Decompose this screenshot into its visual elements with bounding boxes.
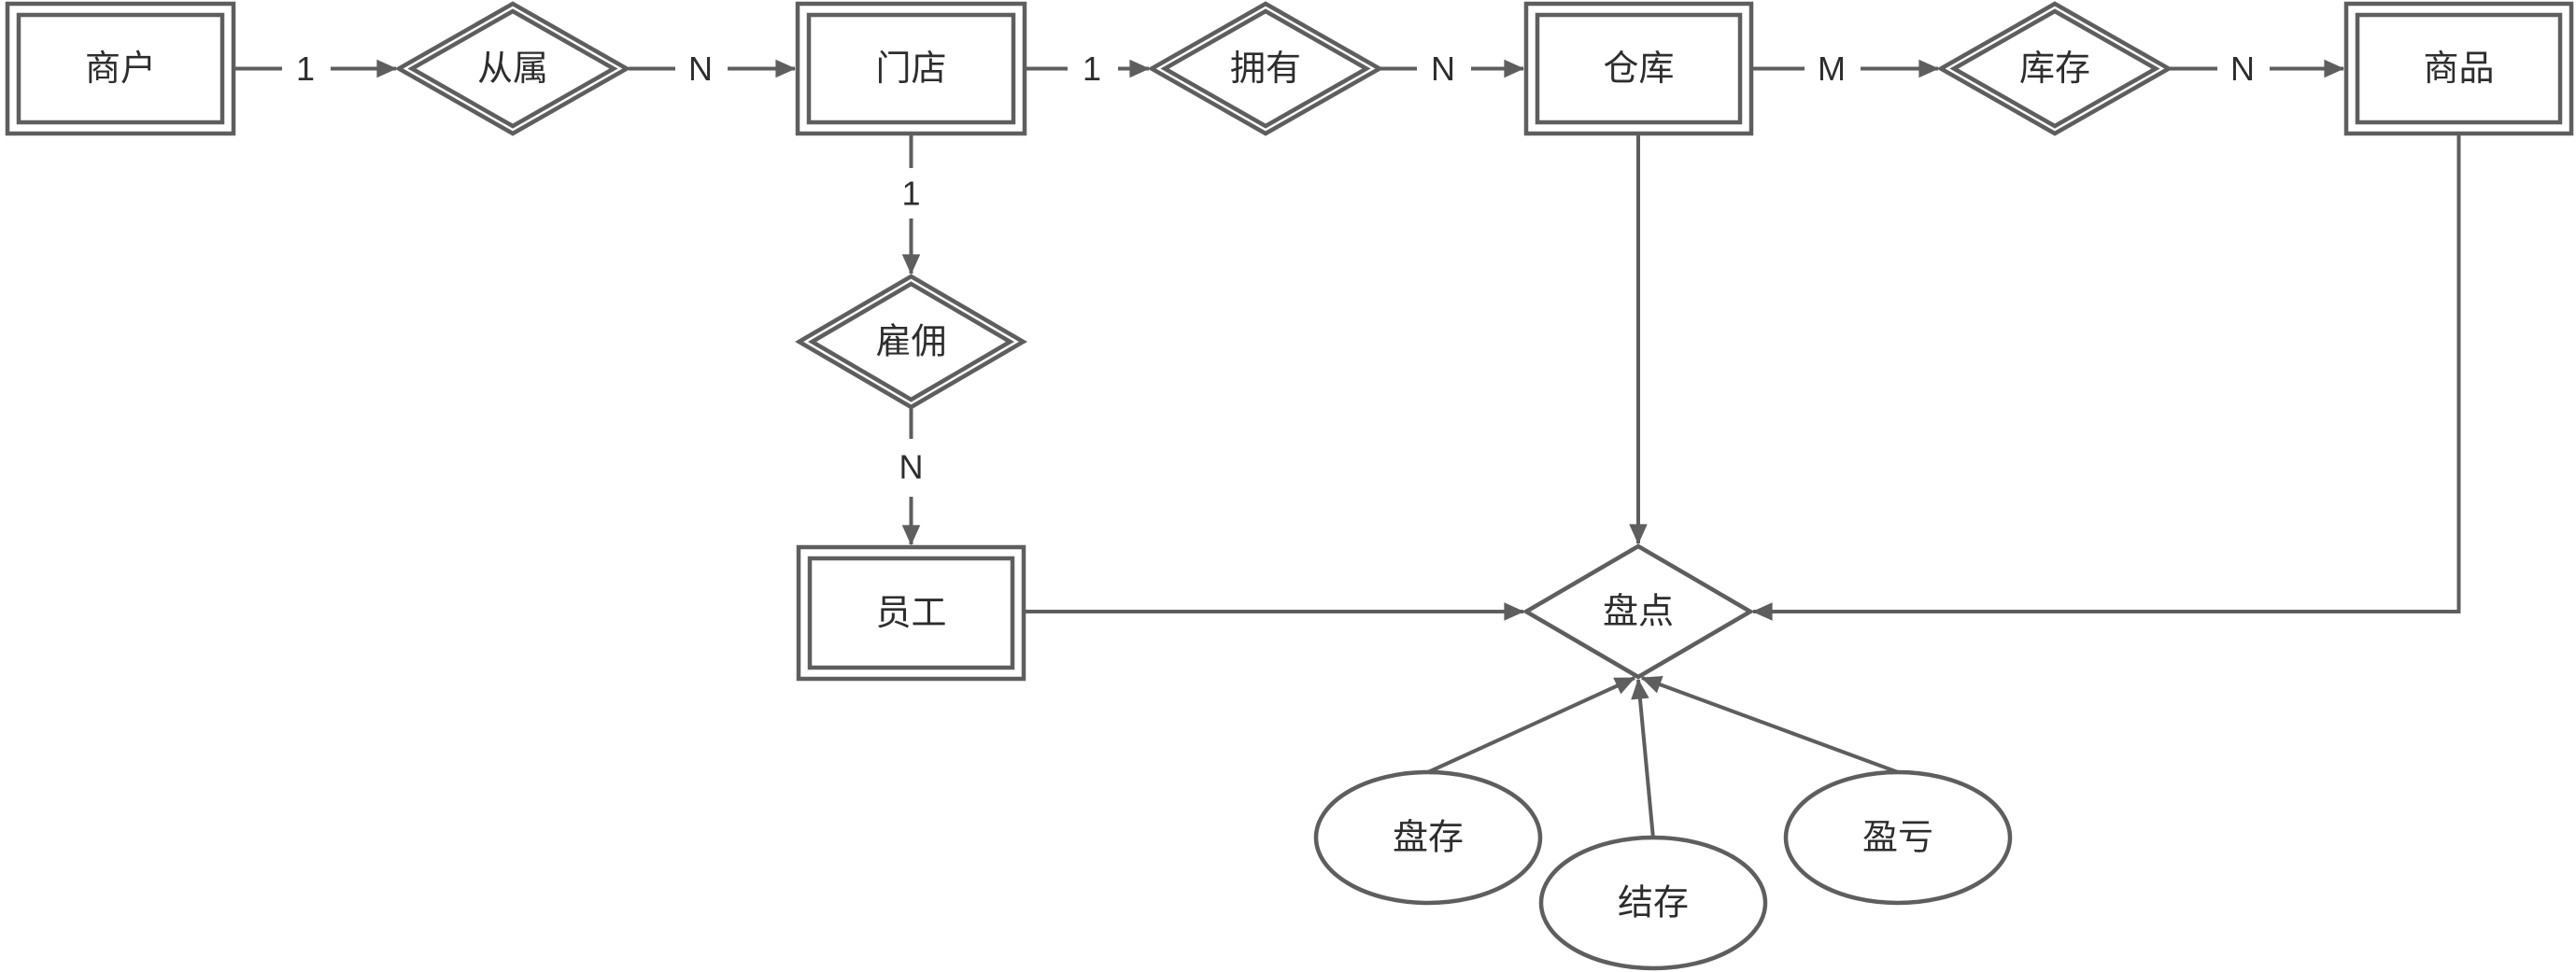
relationship-employ-inner	[808, 281, 1014, 402]
entity-merchant-outer[interactable]	[5, 1, 236, 136]
connector-line[interactable]	[1640, 675, 1899, 774]
entity-product-outer[interactable]	[2343, 1, 2574, 136]
cardinality-belong-store: N	[688, 49, 713, 88]
connector-profit-loss-stocktake[interactable]	[1640, 675, 1899, 774]
entity-merchant[interactable]: 商户	[5, 1, 236, 136]
relationship-stock-outer[interactable]	[1936, 1, 2173, 136]
connector-counted-stock-stocktake[interactable]	[1427, 676, 1635, 774]
relationship-stocktake[interactable]: 盘点	[1522, 543, 1755, 680]
relationship-belong-inner	[407, 8, 618, 129]
entity-store[interactable]: 门店	[795, 1, 1027, 136]
entity-employee-inner	[807, 556, 1015, 670]
relationship-stock[interactable]: 库存	[1936, 1, 2173, 136]
attribute-balance-label: 结存	[1618, 884, 1689, 923]
connector-line[interactable]	[1631, 678, 1655, 839]
cardinality-store-own: 1	[1083, 49, 1101, 88]
attribute-balance[interactable]: 结存	[1538, 835, 1768, 971]
relationship-stock-inner	[1949, 8, 2160, 129]
relationship-belong[interactable]: 从属	[394, 1, 631, 136]
relationship-own-inner	[1160, 8, 1371, 129]
attribute-balance-shape[interactable]	[1538, 835, 1768, 971]
connector-balance-stocktake[interactable]	[1631, 678, 1655, 839]
relationship-stocktake-label: 盘点	[1603, 593, 1674, 632]
cardinality-merchant-belong: 1	[296, 49, 315, 88]
relationship-stocktake-outer[interactable]	[1522, 543, 1755, 680]
entity-product-inner	[2355, 12, 2563, 125]
connector-line[interactable]	[1751, 134, 2461, 621]
relationship-own-outer[interactable]	[1147, 1, 1384, 136]
entity-store-label: 门店	[875, 49, 946, 89]
relationship-employ-outer[interactable]	[795, 274, 1027, 410]
entity-employee-label: 员工	[875, 594, 946, 633]
entity-employee[interactable]: 员工	[796, 544, 1026, 682]
entity-product[interactable]: 商品	[2343, 1, 2574, 136]
attribute-profit-loss-label: 盈亏	[1862, 819, 1933, 858]
attribute-counted-stock-shape[interactable]	[1313, 769, 1543, 906]
relationship-employ-label: 雇佣	[875, 323, 946, 362]
relationship-employ[interactable]: 雇佣	[795, 274, 1027, 410]
relationship-stock-label: 库存	[2019, 49, 2090, 89]
connector-product-stocktake[interactable]	[1751, 134, 2461, 621]
cardinality-own-warehouse: N	[1431, 49, 1455, 88]
attribute-profit-loss[interactable]: 盈亏	[1783, 769, 2013, 906]
entity-store-inner	[806, 12, 1016, 125]
cardinality-stock-product: N	[2230, 49, 2255, 88]
entity-merchant-label: 商户	[85, 49, 156, 89]
entity-store-outer[interactable]	[795, 1, 1027, 136]
cardinality-store-employ: 1	[901, 175, 920, 213]
connector-line[interactable]	[1427, 676, 1635, 774]
entity-warehouse[interactable]: 仓库	[1523, 1, 1754, 136]
attribute-profit-loss-shape[interactable]	[1783, 769, 2013, 906]
entity-warehouse-label: 仓库	[1603, 49, 1674, 89]
entity-warehouse-outer[interactable]	[1523, 1, 1754, 136]
relationship-belong-label: 从属	[477, 49, 548, 89]
entity-product-label: 商品	[2423, 49, 2494, 89]
entity-employee-outer[interactable]	[796, 544, 1026, 682]
cardinality-warehouse-stock: M	[1818, 49, 1846, 88]
entity-warehouse-inner	[1535, 12, 1743, 125]
relationship-own-label: 拥有	[1230, 49, 1301, 89]
entity-merchant-inner	[16, 12, 225, 125]
attribute-counted-stock-label: 盘存	[1393, 819, 1464, 858]
relationship-own[interactable]: 拥有	[1147, 1, 1384, 136]
cardinality-employ-employee: N	[899, 448, 924, 486]
attribute-counted-stock[interactable]: 盘存	[1313, 769, 1543, 906]
relationship-belong-outer[interactable]	[394, 1, 631, 136]
